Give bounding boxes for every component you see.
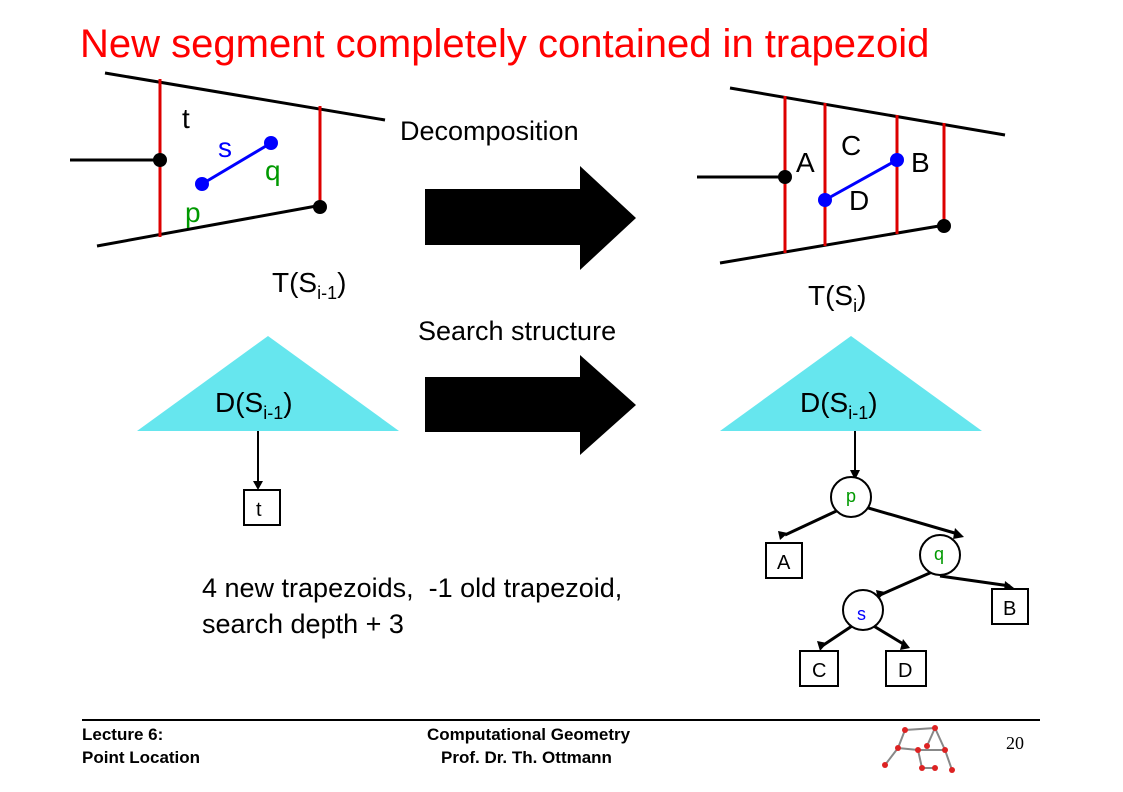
leaf-B-box (991, 588, 1029, 625)
leaf-D-box (885, 650, 927, 687)
note-line-1: 4 new trapezoids, -1 old trapezoid, (202, 573, 622, 603)
left-triangle (137, 336, 399, 431)
leaf-B-label: B (1003, 598, 1016, 620)
left-tree-arrowhead (253, 481, 263, 490)
node-q-label: q (934, 544, 944, 564)
label-A: A (796, 147, 815, 178)
arrowhead-A (778, 531, 788, 540)
right-wall-endpoint (313, 200, 327, 214)
tree-arrowhead-root (850, 470, 860, 480)
decomposition-arrow (425, 166, 636, 270)
label-t: t (182, 103, 190, 134)
page-number: 20 (1006, 733, 1024, 753)
footer-lecture-line1: Lecture 6: (82, 725, 163, 744)
right-triangle-label: D(Si-1) (800, 387, 878, 423)
edge-s-C (821, 624, 853, 648)
node-q (919, 534, 961, 576)
left-wall-endpoint (153, 153, 167, 167)
graph-logo-icon (882, 725, 955, 773)
search-structure-label: Search structure (418, 316, 616, 346)
edge-q-B (939, 574, 1011, 588)
right-trapezoid: A C B D T(Si) (697, 86, 1006, 316)
point-q-inserted (890, 153, 904, 167)
node-s-label: s (857, 604, 866, 624)
leaf-C-box (799, 650, 839, 687)
label-q: q (265, 155, 281, 186)
left-search-structure: D(Si-1) t (137, 336, 399, 526)
leaf-D-label: D (898, 660, 912, 682)
arrowhead-C (817, 641, 827, 651)
label-C: C (841, 130, 861, 161)
leaf-t-label: t (256, 499, 262, 521)
leaf-C-label: C (812, 660, 826, 682)
label-B: B (911, 147, 930, 178)
footer-lecture-line2: Point Location (82, 748, 200, 767)
footer-course-line1: Computational Geometry (427, 725, 631, 744)
right-triangle (720, 336, 982, 431)
caption-t-si: T(Si) (808, 280, 866, 316)
left-top-edge (104, 71, 386, 122)
edge-p-A (784, 505, 846, 537)
point-p-inserted (818, 193, 832, 207)
right-left-endpoint (778, 170, 792, 184)
caption-t-si-1: T(Si-1) (272, 267, 346, 303)
label-D: D (849, 185, 869, 216)
left-trapezoid: t s q p T(Si-1) (70, 71, 386, 303)
right-top-edge (729, 86, 1006, 137)
left-bottom-edge (96, 203, 323, 248)
left-triangle-label: D(Si-1) (215, 387, 293, 423)
leaf-t-box (243, 489, 281, 526)
edge-q-s (879, 570, 933, 597)
label-s: s (218, 132, 232, 163)
point-q (264, 136, 278, 150)
node-p-label: p (846, 486, 856, 506)
decomposition-label: Decomposition (400, 116, 579, 146)
right-bottom-edge (719, 223, 946, 265)
right-search-structure: D(Si-1) p q s A B C D (720, 336, 1029, 687)
label-p: p (185, 197, 201, 228)
leaf-A-box (765, 542, 803, 579)
right-right-endpoint (937, 219, 951, 233)
slide-title: New segment completely contained in trap… (80, 22, 929, 66)
arrowhead-q (953, 528, 964, 539)
new-segment-s (201, 141, 272, 186)
node-p (830, 476, 872, 518)
note-line-2: search depth + 3 (202, 609, 404, 639)
point-p (195, 177, 209, 191)
node-s (842, 589, 884, 631)
leaf-A-label: A (777, 552, 791, 574)
edge-s-D (871, 623, 906, 647)
edge-p-q (857, 503, 959, 536)
segment-s-inserted (824, 158, 898, 202)
footer-course-line2: Prof. Dr. Th. Ottmann (441, 748, 612, 767)
arrowhead-D (900, 639, 910, 650)
search-structure-arrow (425, 355, 636, 455)
